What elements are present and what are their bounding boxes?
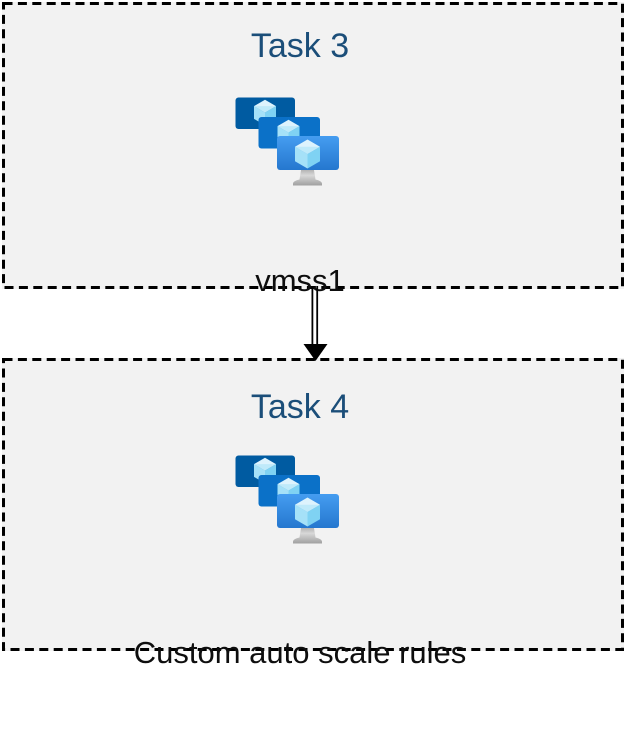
task4-box: Task 4 Custom auto scale rules — [2, 358, 624, 670]
task3-title: Task 3 — [250, 27, 350, 65]
arrow-head — [303, 344, 328, 361]
diagram-canvas: { "diagram": { "task3": { "title": "Task… — [2, 2, 624, 670]
task3-box: Task 3 vmss1 Zone 1, 2, 3 — [2, 2, 624, 403]
vm-scale-set-icon — [235, 97, 339, 189]
autoscale-rules-label: Custom auto scale rules — [133, 635, 467, 670]
task4-title: Task 4 — [250, 388, 350, 426]
vmss-name-label: vmss1 — [255, 263, 345, 298]
vm-scale-set-icon — [235, 455, 339, 547]
task4-caption: Custom auto scale rules — [0, 565, 611, 740]
connector-arrow — [303, 286, 328, 361]
